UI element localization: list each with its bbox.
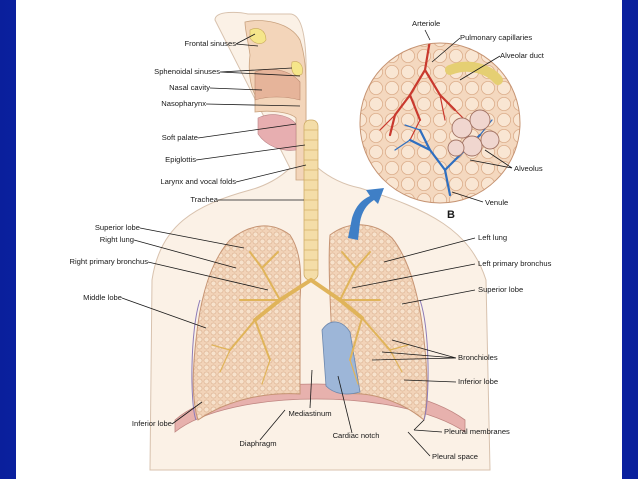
cardiac-notch-shape bbox=[321, 321, 361, 395]
label-nasal-cavity: Nasal cavity bbox=[169, 83, 210, 92]
label-pulmonary-capillaries: Pulmonary capillaries bbox=[460, 33, 532, 42]
label-middle-lobe: Middle lobe bbox=[83, 293, 122, 302]
alveolus-cluster bbox=[447, 109, 500, 157]
label-soft-palate: Soft palate bbox=[162, 133, 198, 142]
label-frontal-sinuses: Frontal sinuses bbox=[185, 39, 237, 48]
label-alveolus: Alveolus bbox=[514, 164, 543, 173]
label-arteriole: Arteriole bbox=[412, 19, 440, 28]
frontal-sinus-shape bbox=[249, 28, 267, 44]
label-mediastinum: Mediastinum bbox=[288, 409, 331, 418]
label-epiglottis: Epiglottis bbox=[165, 155, 196, 164]
label-superior-lobe-left: Superior lobe bbox=[478, 285, 523, 294]
label-bronchioles: Bronchioles bbox=[458, 353, 498, 362]
label-pleural-space: Pleural space bbox=[432, 452, 478, 461]
bronchial-tree bbox=[211, 251, 409, 385]
label-pleural-membranes: Pleural membranes bbox=[444, 427, 510, 436]
head-section bbox=[244, 20, 307, 181]
label-inferior-lobe-left: Inferior lobe bbox=[458, 377, 498, 386]
label-right-lung: Right lung bbox=[100, 235, 134, 244]
label-inset-letter: B bbox=[447, 209, 455, 221]
label-diaphragm: Diaphragm bbox=[239, 439, 276, 448]
label-cardiac-notch: Cardiac notch bbox=[333, 431, 380, 440]
tongue-shape bbox=[257, 114, 297, 151]
label-left-lung: Left lung bbox=[478, 233, 507, 242]
zoom-arrow bbox=[348, 188, 384, 240]
sphenoidal-sinus-shape bbox=[291, 61, 303, 76]
leader-lines bbox=[121, 29, 513, 457]
label-venule: Venule bbox=[485, 198, 508, 207]
label-trachea: Trachea bbox=[190, 195, 218, 204]
label-nasopharynx: Nasopharynx bbox=[161, 99, 206, 108]
inset-circle bbox=[359, 42, 521, 204]
label-right-primary-bronchus: Right primary bronchus bbox=[70, 257, 149, 266]
pleural-membrane-line-left bbox=[419, 299, 429, 421]
label-inferior-lobe-right: Inferior lobe bbox=[132, 419, 172, 428]
label-alveolar-duct: Alveolar duct bbox=[500, 51, 545, 60]
trachea-rings bbox=[304, 129, 318, 271]
label-larynx-vocal-folds: Larynx and vocal folds bbox=[160, 177, 236, 186]
label-left-primary-bronchus: Left primary bronchus bbox=[478, 259, 552, 268]
pleural-membrane-line bbox=[191, 299, 201, 421]
label-sphenoidal-sinuses: Sphenoidal sinuses bbox=[154, 67, 220, 76]
label-superior-lobe-right: Superior lobe bbox=[95, 223, 140, 232]
